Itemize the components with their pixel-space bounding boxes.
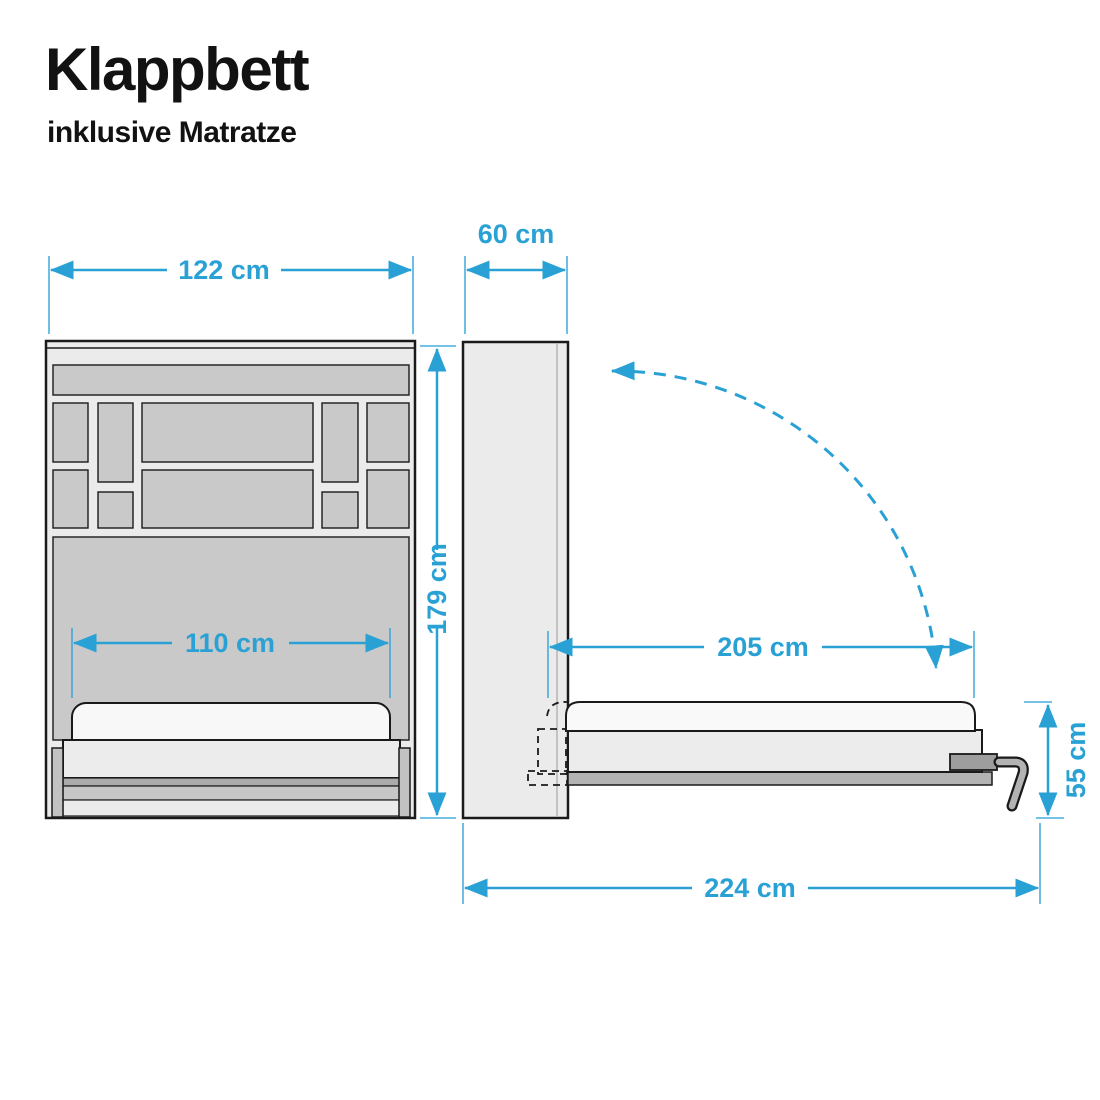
dimension-depth: 60 cm: [464, 219, 568, 334]
fold-motion-arc-arrow: [610, 361, 944, 670]
label-bed-height: 55 cm: [1061, 722, 1091, 799]
folding-leg: [949, 753, 1029, 812]
dimension-total-length: 224 cm: [462, 823, 1041, 904]
side-view-open: [461, 340, 1029, 820]
label-depth: 60 cm: [478, 219, 555, 249]
front-panel-grid: [52, 364, 410, 741]
cabinet-side: [461, 340, 570, 820]
label-overall-width: 122 cm: [178, 255, 270, 285]
mattress-side: [565, 701, 976, 732]
label-bed-length: 205 cm: [717, 632, 809, 662]
label-height: 179 cm: [422, 543, 452, 635]
label-total-length: 224 cm: [704, 873, 796, 903]
front-view-closed: [44, 339, 417, 820]
hinge-dashed-detail: [527, 701, 568, 786]
label-inner-width: 110 cm: [185, 628, 275, 658]
dimension-height: 179 cm: [420, 345, 456, 819]
page-subtitle: inklusive Matratze: [47, 116, 297, 149]
dimension-bed-length: 205 cm: [547, 631, 975, 698]
left-leg: [51, 747, 64, 818]
dimension-inner-width: 110 cm: [71, 628, 391, 698]
dimension-bed-height: 55 cm: [1024, 701, 1091, 819]
right-leg: [398, 747, 411, 818]
bed-frame-side: [567, 729, 983, 773]
dimension-overall-width: 122 cm: [48, 255, 414, 334]
fold-panel-side: [567, 771, 993, 786]
bed-frame-front: [62, 739, 401, 817]
page-title: Klappbett: [45, 36, 310, 103]
